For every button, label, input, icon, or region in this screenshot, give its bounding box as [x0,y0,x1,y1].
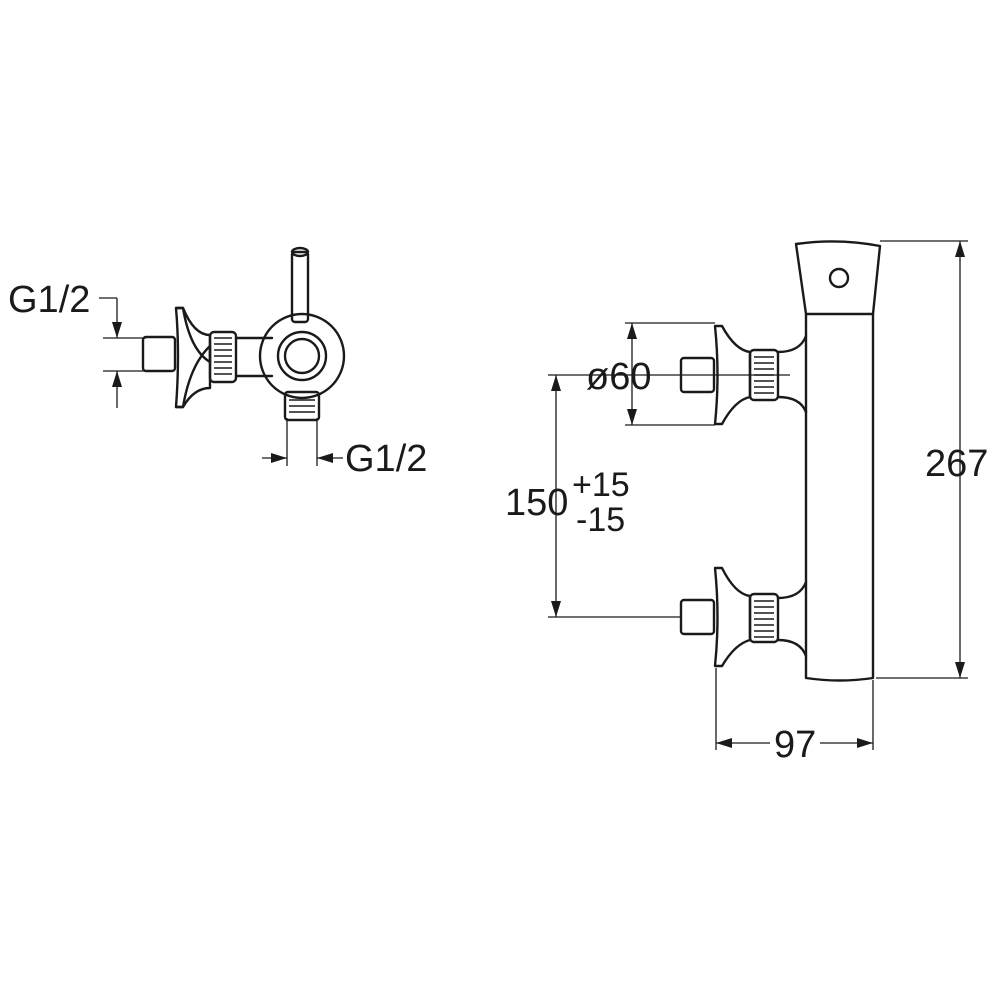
front-view-body [794,240,882,682]
center-distance-dimension [548,374,790,618]
total-height-label: 267 [925,443,988,485]
side-view-inlet-dimension [99,297,146,408]
side-view-threaded-connector [208,330,238,384]
front-view-lower-connection [679,566,808,668]
side-view-rosette [174,306,212,409]
side-view-body [258,312,346,400]
side-view: G1/2 G1/2 [8,246,427,480]
side-view-outlet-nut [283,390,321,422]
center-distance-label: 150 [505,482,568,524]
rosette-diameter-dimension [625,322,715,426]
side-view-outlet-dimension [262,418,343,466]
front-view: ø60 150 +15 -15 267 97 [505,240,988,766]
center-distance-tol-minus: -15 [576,501,625,539]
center-distance-tol-plus: +15 [572,466,630,504]
side-view-inlet-nut [141,335,177,373]
side-view-pin [290,246,310,324]
depth-dimension [715,668,874,750]
outlet-thread-label: G1/2 [345,438,427,480]
depth-label: 97 [774,724,816,766]
rosette-diameter-label: ø60 [586,356,651,398]
inlet-thread-label: G1/2 [8,279,90,321]
total-height-dimension [876,240,968,679]
